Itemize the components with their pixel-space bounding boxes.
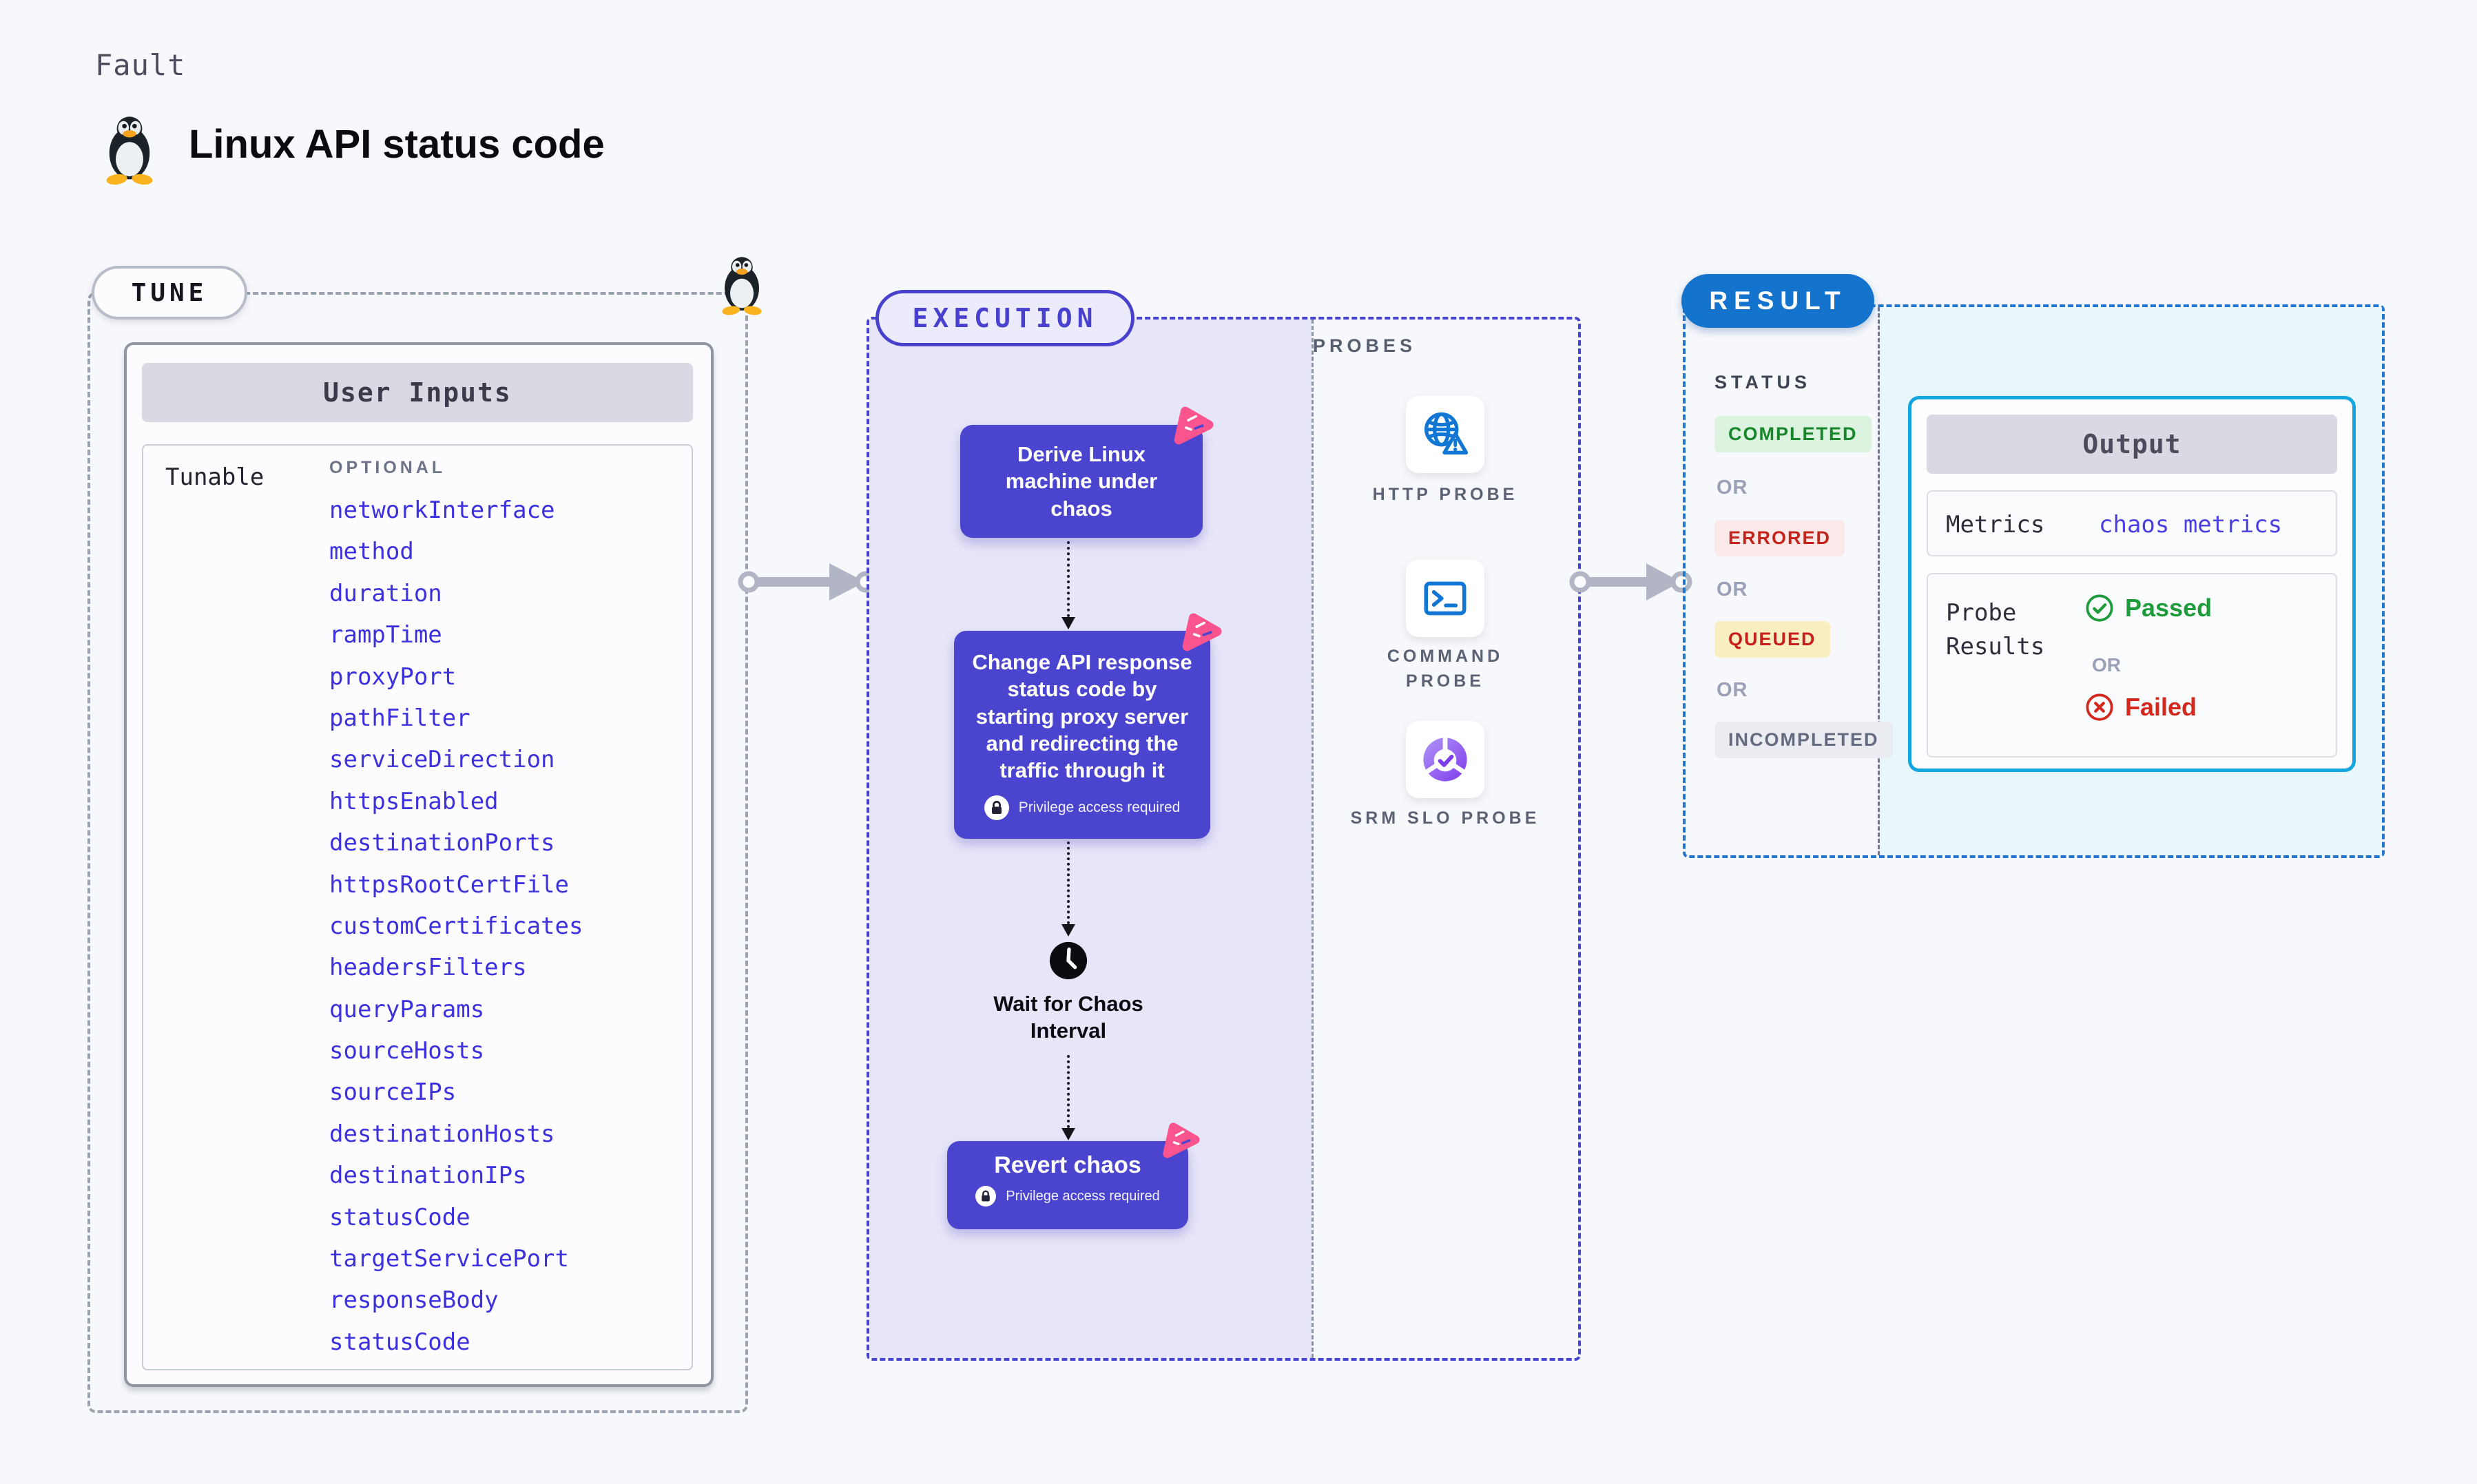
- probe-result-failed: Failed: [2085, 693, 2197, 722]
- failed-label: Failed: [2125, 693, 2197, 721]
- output-card: Output Metrics chaos metrics Probe Resul…: [1908, 396, 2356, 772]
- privilege-label: Privilege access required: [1018, 799, 1181, 815]
- srm-slo-probe-card: [1406, 721, 1484, 798]
- fault-kicker: Fault: [95, 48, 186, 82]
- flow-connector: [1067, 541, 1070, 617]
- or-label: OR: [2092, 654, 2121, 676]
- tunable-link[interactable]: responseBody: [329, 1286, 499, 1315]
- step-text: Derive Linux machine under chaos: [1005, 441, 1158, 521]
- privilege-label: Privilege access required: [1006, 1188, 1160, 1204]
- tunable-link[interactable]: httpsEnabled: [329, 787, 499, 815]
- command-probe-label: COMMAND PROBE: [1387, 647, 1504, 691]
- user-inputs-title: User Inputs: [142, 363, 693, 422]
- user-inputs-card: User Inputs Tunable OPTIONAL networkInte…: [124, 342, 714, 1387]
- tunable-link[interactable]: networkInterface: [329, 497, 555, 524]
- flow-arrowhead-icon: [1061, 924, 1075, 937]
- command-probe-card: [1406, 560, 1484, 637]
- privilege-row: Privilege access required: [960, 1186, 1176, 1207]
- tunable-link[interactable]: headersFilters: [329, 954, 527, 982]
- http-probe-card: [1406, 396, 1484, 473]
- probe-result-passed: Passed: [2085, 594, 2212, 623]
- lock-icon: [975, 1186, 997, 1207]
- tunable-link[interactable]: customCertificates: [329, 912, 583, 940]
- linux-tux-icon: [721, 257, 763, 316]
- metrics-label: Metrics: [1946, 511, 2045, 539]
- flow-arrowhead-icon: [1061, 1128, 1075, 1140]
- step-wait-label: Wait for Chaos Interval: [993, 992, 1143, 1043]
- passed-label: Passed: [2125, 594, 2212, 622]
- user-inputs-table: Tunable OPTIONAL networkInterface method…: [142, 444, 693, 1370]
- tunable-link[interactable]: rampTime: [329, 621, 442, 649]
- chaos-experiment-icon: [1171, 405, 1214, 448]
- step-text: Change API response status code by start…: [972, 650, 1192, 783]
- page-title: Linux API status code: [189, 122, 605, 167]
- tunable-link[interactable]: sourceIPs: [329, 1078, 457, 1107]
- chaos-experiment-icon: [1179, 612, 1222, 654]
- tunable-link[interactable]: pathFilter: [329, 704, 470, 732]
- globe-warning-icon: [1424, 412, 1469, 454]
- tunables-list: networkInterface method duration rampTim…: [329, 490, 583, 1363]
- tunable-link[interactable]: destinationIPs: [329, 1162, 527, 1190]
- terminal-icon: [1424, 581, 1466, 616]
- status-badge-incompleted: INCOMPLETED: [1714, 722, 1893, 758]
- probes-to-result-arrow: [1569, 563, 1692, 600]
- step-change-status-code: Change API response status code by start…: [954, 631, 1210, 839]
- output-title: Output: [1927, 415, 2337, 474]
- tunable-row-label: Tunable: [165, 463, 265, 491]
- clock-icon: [1049, 941, 1088, 980]
- srm-slo-probe-label: SRM SLO PROBE: [1350, 808, 1540, 828]
- or-label: OR: [1717, 679, 1748, 701]
- tunable-link[interactable]: httpsRootCertFile: [329, 870, 569, 899]
- check-circle-icon: [2086, 594, 2113, 622]
- tunable-link[interactable]: proxyPort: [329, 662, 457, 691]
- tune-section: [87, 292, 748, 1413]
- lock-icon: [984, 795, 1009, 820]
- http-probe-label: HTTP PROBE: [1372, 485, 1518, 504]
- optional-column-label: OPTIONAL: [329, 458, 446, 477]
- tunable-link[interactable]: queryParams: [329, 995, 485, 1023]
- status-badge-errored: ERRORED: [1714, 520, 1845, 556]
- tune-to-execution-arrow: [738, 563, 877, 600]
- probes-column-label: PROBES: [1313, 335, 1417, 356]
- step-derive-machine: Derive Linux machine under chaos: [960, 425, 1203, 538]
- linux-tux-icon: [105, 116, 154, 185]
- probes-divider: [1312, 320, 1314, 1358]
- chaos-experiment-icon: [1160, 1121, 1200, 1161]
- tunable-link[interactable]: targetServicePort: [329, 1245, 569, 1273]
- status-column-label: STATUS: [1714, 372, 1811, 393]
- tunable-link[interactable]: destinationPorts: [329, 829, 555, 857]
- privilege-row: Privilege access required: [966, 795, 1198, 820]
- step-revert-chaos: Revert chaos Privilege access required: [947, 1141, 1188, 1229]
- chaos-metrics-link[interactable]: chaos metrics: [2099, 511, 2283, 539]
- tunable-link[interactable]: duration: [329, 579, 442, 607]
- tunable-link[interactable]: statusCode: [329, 1203, 470, 1231]
- result-pill-label: RESULT: [1681, 274, 1874, 328]
- or-label: OR: [1717, 578, 1748, 600]
- tunable-link[interactable]: destinationHosts: [329, 1120, 555, 1148]
- probe-results-row: Probe Results Passed OR Failed: [1927, 573, 2337, 757]
- probe-results-label: Probe Results: [1946, 599, 2045, 661]
- metrics-row: Metrics chaos metrics: [1927, 490, 2337, 556]
- flow-arrowhead-icon: [1061, 617, 1075, 629]
- tunable-link[interactable]: serviceDirection: [329, 746, 555, 774]
- tune-pill-label: TUNE: [92, 266, 247, 320]
- tunable-link[interactable]: sourceHosts: [329, 1037, 485, 1065]
- x-circle-icon: [2086, 693, 2113, 721]
- slo-donut-icon: [1423, 736, 1467, 782]
- status-badge-queued: QUEUED: [1714, 621, 1830, 658]
- flow-connector: [1067, 842, 1070, 924]
- tunable-link[interactable]: method: [329, 538, 414, 566]
- tunable-link[interactable]: statusCode: [329, 1328, 470, 1356]
- flow-connector: [1067, 1055, 1070, 1128]
- status-badge-completed: COMPLETED: [1714, 416, 1872, 452]
- or-label: OR: [1717, 477, 1748, 499]
- step-text: Revert chaos: [994, 1152, 1141, 1178]
- execution-pill-label: EXECUTION: [875, 290, 1134, 346]
